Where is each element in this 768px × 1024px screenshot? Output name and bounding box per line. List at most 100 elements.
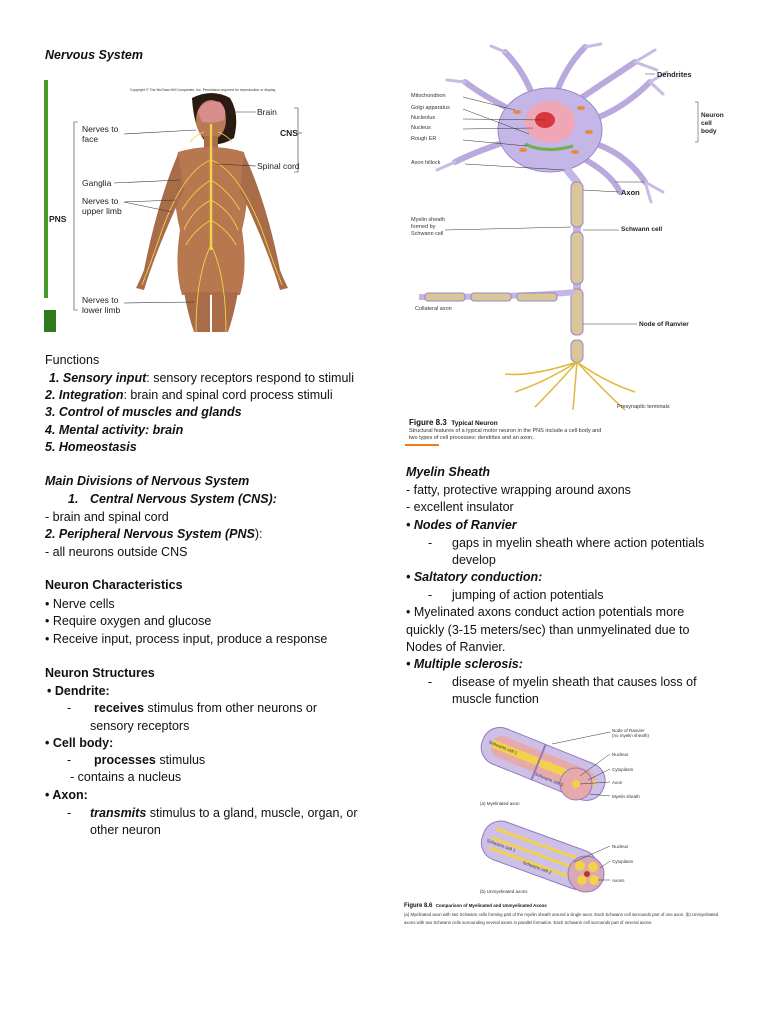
label-myelin-3: Schwann cell: [411, 231, 444, 237]
label-rough-er: Rough ER: [411, 136, 437, 142]
label-schwann-cell: Schwann cell: [621, 226, 663, 233]
neuron-figure-caption-title: Figure 8.3 Typical Neuron: [409, 418, 498, 427]
function-item-3: 3. Control of muscles and glands: [45, 405, 242, 419]
ms-desc-2: muscle function: [452, 692, 539, 706]
label-nerves-upper-2: upper limb: [82, 206, 122, 216]
ms-heading: • Multiple sclerosis:: [406, 657, 523, 671]
label-myelin-2: formed by: [411, 224, 436, 230]
figure-side-stripe: [44, 80, 48, 298]
axon-figure-caption-title: Figure 8.6 Comparison of Myelinated and …: [404, 903, 547, 909]
saltatory-desc: jumping of action potentials: [452, 588, 604, 602]
label-axon-hillock: Axon hillock: [411, 160, 441, 166]
label-nerves-lower-2: lower limb: [82, 305, 121, 315]
body-illustration: [73, 93, 302, 332]
label-node-of-ranvier: Node of Ranvier: [639, 321, 689, 328]
structure-axon-desc: transmits stimulus to a gland, muscle, o…: [90, 806, 358, 820]
function-item-1: 1. Sensory input: sensory receptors resp…: [49, 371, 354, 385]
label-spinal-cord: Spinal cord: [257, 161, 300, 171]
label-cytoplasm-a: Cytoplasm: [612, 767, 634, 772]
label-axons-b: Axons: [612, 878, 625, 883]
label-nerves-face-2: face: [82, 134, 99, 144]
label-neuron-cell-body-3: body: [701, 128, 717, 135]
neuron-figure: Dendrites Mitochondrion Golgi apparatus …: [405, 42, 724, 447]
label-mitochondrion: Mitochondrion: [411, 93, 446, 99]
label-axon-a: Axon: [612, 780, 623, 785]
characteristic-item-2: • Require oxygen and glucose: [45, 614, 212, 628]
label-nucleus-b: Nucleus: [612, 844, 629, 849]
axon-comparison-illustration: [480, 726, 611, 893]
characteristic-item-1: • Nerve cells: [45, 597, 115, 611]
nodes-heading: • Nodes of Ranvier: [406, 518, 517, 532]
myelinated-line-3: Nodes of Ranvier.: [406, 640, 506, 654]
label-presynaptic: Presynaptic terminals: [617, 404, 670, 410]
division-pns-desc: - all neurons outside CNS: [45, 545, 188, 559]
characteristics-heading: Neuron Characteristics: [45, 578, 183, 592]
saltatory-dash: -: [428, 588, 433, 602]
divisions-heading: Main Divisions of Nervous System: [45, 474, 250, 488]
axon-comparison-figure: Node of Ranvier (no myelin sheath) Schwa…: [404, 714, 726, 934]
label-nerves-lower-1: Nerves to: [82, 295, 119, 305]
functions-heading: Functions: [45, 353, 100, 367]
myelin-heading: Myelin Sheath: [406, 465, 491, 479]
label-node-b: (no myelin sheath): [612, 733, 650, 738]
myelinated-line-2: quickly (3-15 meters/sec) than unmyelina…: [406, 623, 690, 637]
myelinated-line-1: • Myelinated axons conduct action potent…: [406, 605, 685, 619]
division-pns: 2. Peripheral Nervous System (PNS):: [45, 527, 263, 541]
structure-cell-body: • Cell body:: [45, 736, 114, 750]
neuron-figure-caption-2: two types of cell processes: dendrites a…: [409, 435, 534, 441]
structure-cell-body-desc-2: - contains a nucleus: [70, 770, 182, 784]
label-nerves-upper-1: Nerves to: [82, 196, 119, 206]
nervous-system-figure: Copyright © The McGraw-Hill Companies, I…: [44, 80, 308, 332]
myelin-line-1: - fatty, protective wrapping around axon…: [406, 483, 631, 497]
neuron-figure-caption-1: Structural features of a typical motor n…: [409, 428, 602, 434]
label-golgi: Golgi apparatus: [411, 105, 450, 111]
label-pns: PNS: [49, 214, 67, 224]
figure-corner-logo: [44, 310, 56, 332]
function-item-5: 5. Homeostasis: [45, 440, 137, 454]
ms-dash: -: [428, 675, 433, 689]
nodes-desc-1: gaps in myelin sheath where action poten…: [452, 536, 705, 550]
label-neuron-cell-body-2: cell: [701, 120, 712, 127]
label-cns: CNS: [280, 128, 298, 138]
structures-heading: Neuron Structures: [45, 666, 155, 680]
label-node-a: Node of Ranvier: [612, 728, 645, 733]
structure-dendrite-dash: -: [67, 701, 72, 715]
nodes-desc-2: develop: [452, 553, 496, 567]
axon-figure-caption-2: axons with two Schwann cells surrounding…: [404, 920, 653, 925]
label-nerves-face-1: Nerves to: [82, 124, 119, 134]
neuron-illustration: [418, 42, 699, 411]
label-axon: Axon: [621, 188, 640, 197]
structure-dendrite-desc: receives stimulus from other neurons or: [94, 701, 318, 715]
structure-axon-desc-2: other neuron: [90, 823, 161, 837]
division-cns: Central Nervous System (CNS):: [90, 492, 277, 506]
structure-axon: • Axon:: [45, 788, 88, 802]
structure-axon-dash: -: [67, 806, 72, 820]
label-cytoplasm-b: Cytoplasm: [612, 859, 634, 864]
label-unmyelinated: (b) Unmyelinated axons: [480, 889, 528, 894]
label-nucleolus: Nucleolus: [411, 115, 436, 121]
page-title: Nervous System: [45, 48, 143, 62]
label-ganglia: Ganglia: [82, 178, 112, 188]
saltatory-heading: • Saltatory conduction:: [406, 570, 543, 584]
label-myelin-a: Myelin sheath: [612, 794, 640, 799]
structure-cell-body-desc: processes stimulus: [94, 753, 206, 767]
figure-copyright: Copyright © The McGraw-Hill Companies, I…: [130, 88, 277, 92]
structure-dendrite: • Dendrite:: [47, 684, 110, 698]
characteristic-item-3: • Receive input, process input, produce …: [45, 632, 328, 646]
structure-cell-body-dash: -: [67, 753, 72, 767]
function-item-4: 4. Mental activity: brain: [45, 423, 184, 437]
myelin-line-2: - excellent insulator: [406, 500, 514, 514]
label-brain: Brain: [257, 107, 277, 117]
label-myelinated: (a) Myelinated axon: [480, 801, 520, 806]
label-nucleus: Nucleus: [411, 125, 431, 131]
caption-accent-bar: [405, 444, 439, 446]
ms-desc-1: disease of myelin sheath that causes los…: [452, 675, 697, 689]
structure-dendrite-desc-2: sensory receptors: [90, 719, 190, 733]
label-myelin-1: Myelin sheath: [411, 217, 445, 223]
axon-figure-caption-1: (a) Myelinated axon with two Schwann cel…: [404, 912, 719, 917]
division-cns-number: 1.: [68, 492, 79, 506]
label-neuron-cell-body-1: Neuron: [701, 112, 724, 119]
nodes-dash: -: [428, 536, 433, 550]
label-nucleus-a: Nucleus: [612, 752, 629, 757]
function-item-2: 2. Integration: brain and spinal cord pr…: [45, 388, 333, 402]
